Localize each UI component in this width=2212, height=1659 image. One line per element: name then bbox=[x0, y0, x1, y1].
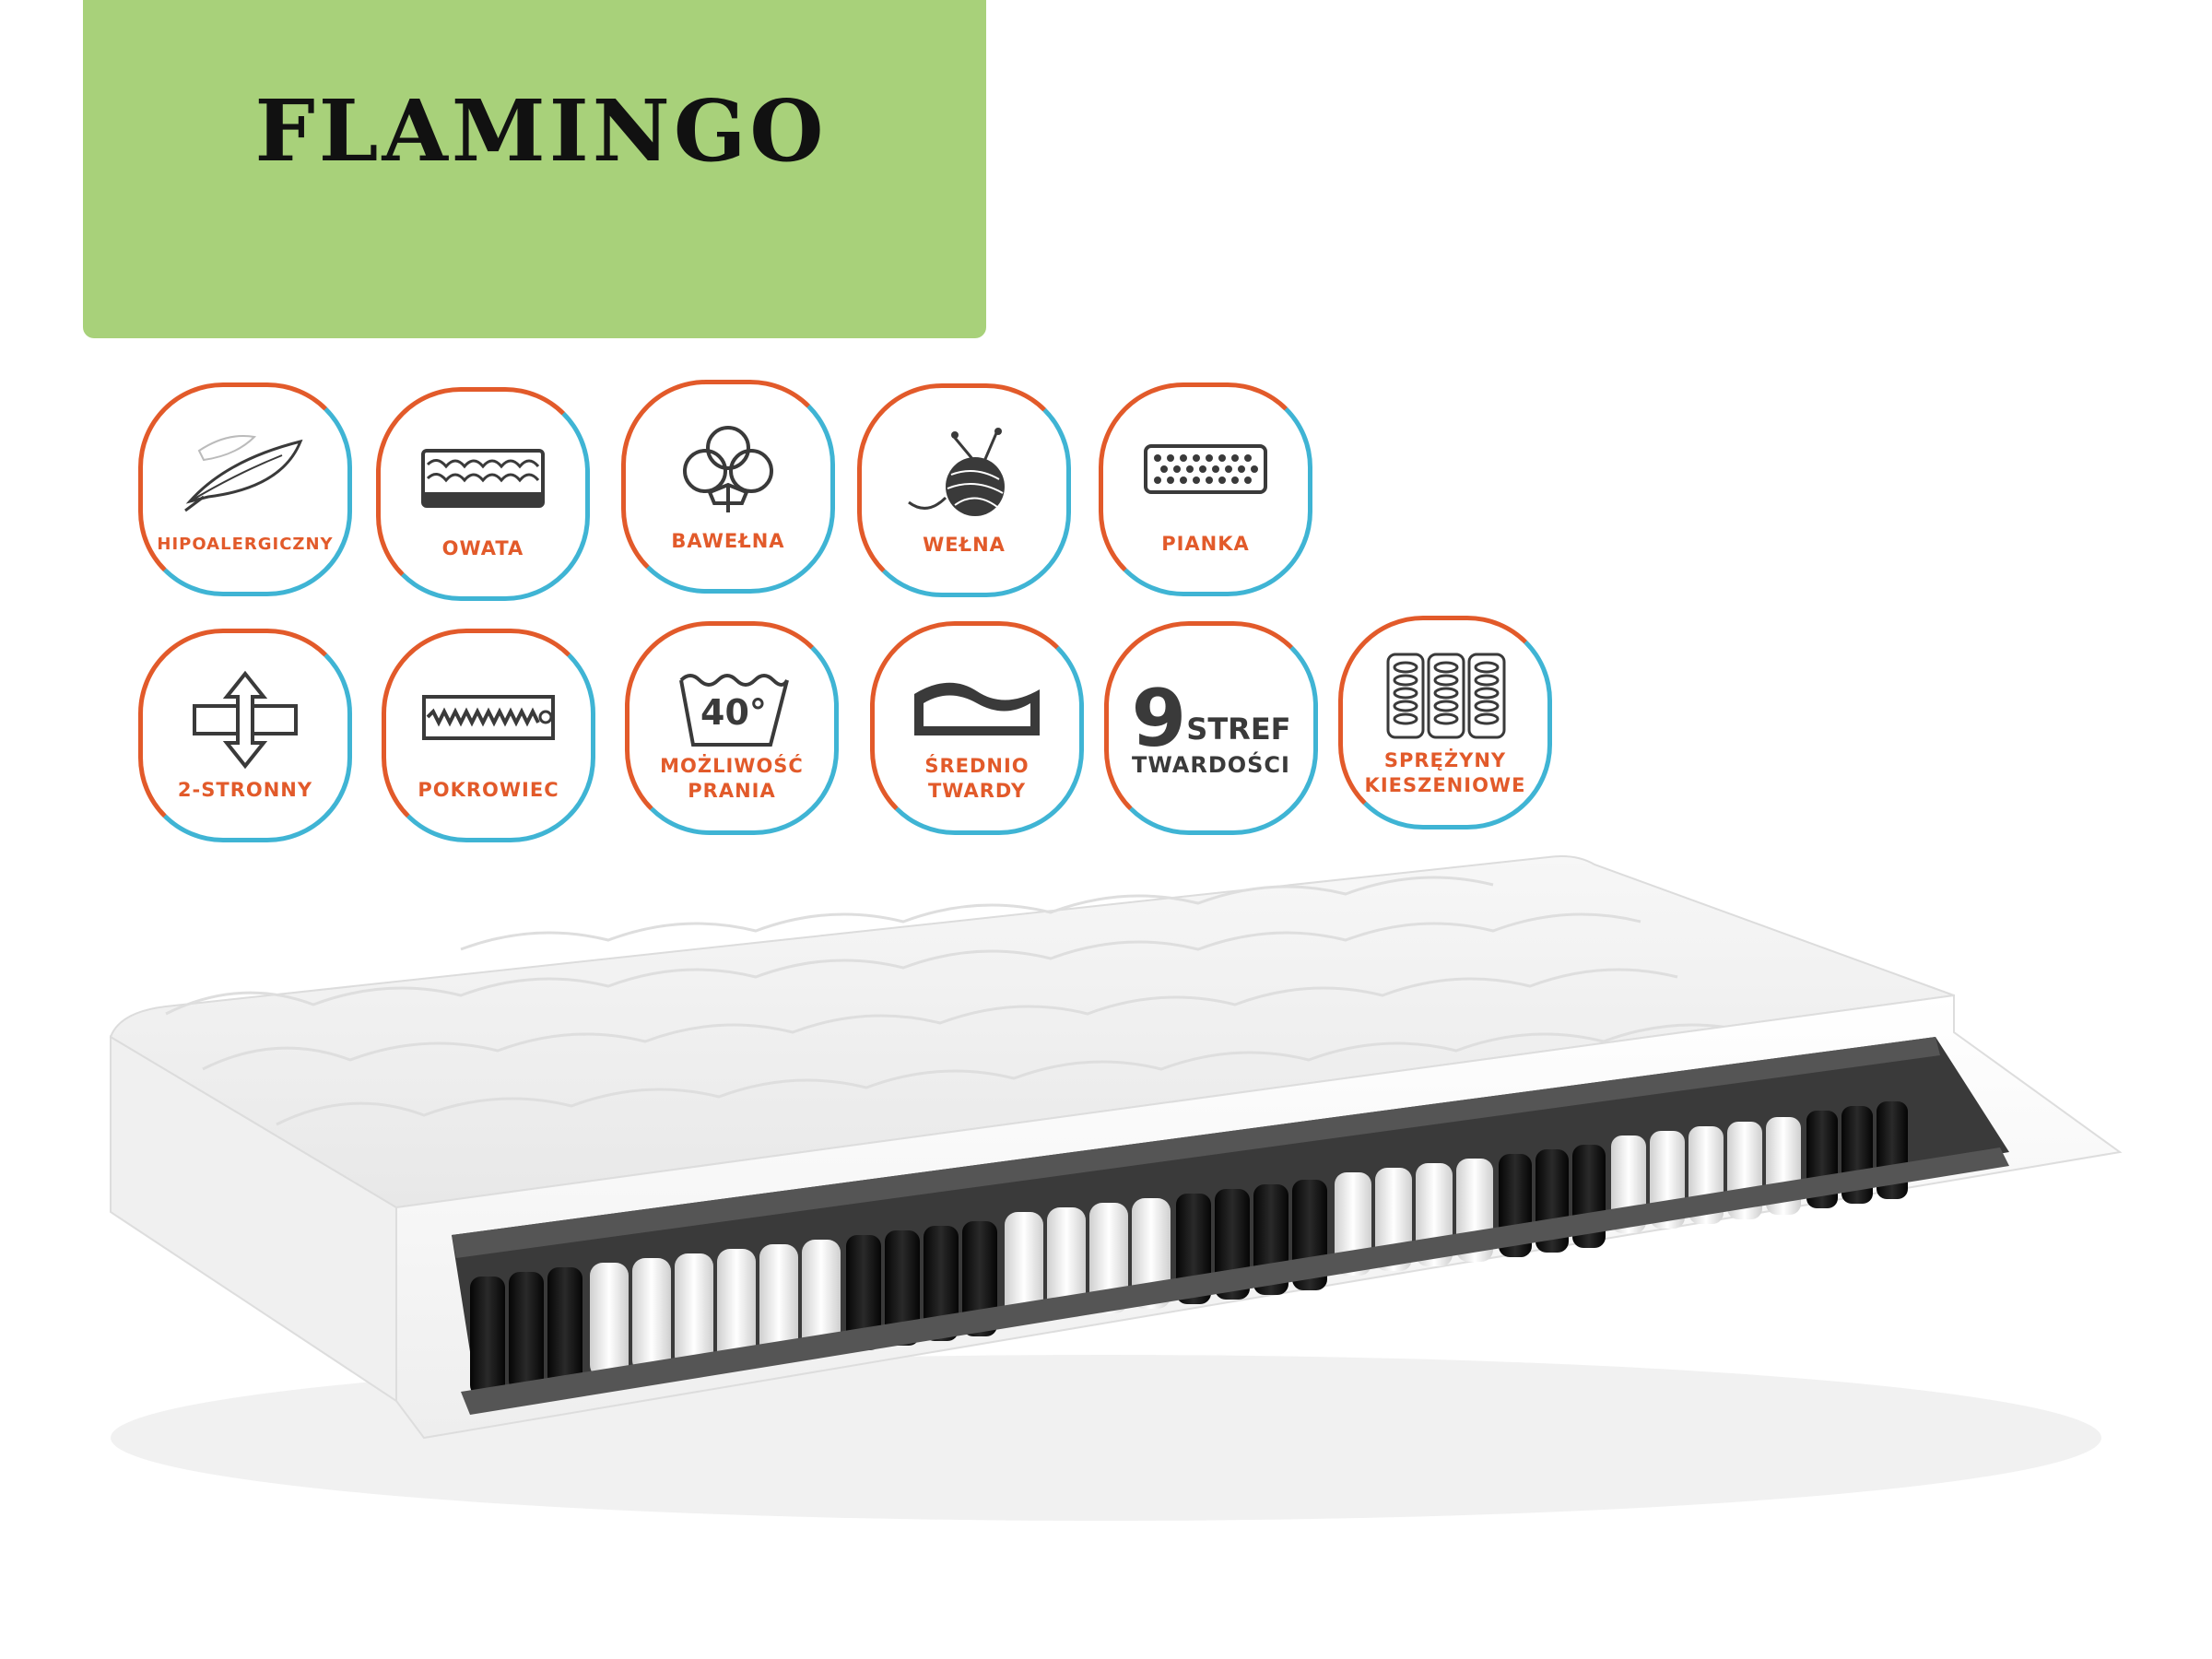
feature-label-line2: PRANIA bbox=[688, 780, 776, 802]
feature-label: 2-STRONNY bbox=[177, 778, 313, 801]
feature-badge-pocket-springs: SPRĘŻYNY KIESZENIOWE bbox=[1338, 616, 1552, 830]
feature-badge-nine-zones: 9 STREF TWARDOŚCI bbox=[1104, 621, 1318, 835]
feature-label-line2: TWARDY bbox=[927, 780, 1027, 802]
foam-icon bbox=[1144, 443, 1267, 494]
feature-badge-hypoallergenic: HIPOALERGICZNY bbox=[138, 382, 352, 596]
zipper-cover-icon bbox=[422, 694, 555, 740]
feature-badge-foam: PIANKA bbox=[1099, 382, 1312, 596]
feature-badge-double-sided: 2-STRONNY bbox=[138, 629, 352, 842]
feature-badge-cover: POKROWIEC bbox=[382, 629, 595, 842]
nine-zones-icon: 9 STREF bbox=[1131, 679, 1290, 759]
cotton-icon bbox=[683, 425, 773, 512]
feature-label: OWATA bbox=[441, 536, 524, 559]
feature-badge-washable: 40° MOŻLIWOŚĆ PRANIA bbox=[625, 621, 839, 835]
feature-label: BAWEŁNA bbox=[671, 529, 785, 552]
zones-word1: STREF bbox=[1186, 711, 1291, 747]
feature-badge-medium-firm: ŚREDNIO TWARDY bbox=[870, 621, 1084, 835]
yarn-ball-icon bbox=[908, 427, 1005, 516]
feature-label-line2: KIESZENIOWE bbox=[1364, 774, 1526, 796]
wash-temperature: 40° bbox=[700, 692, 767, 733]
wadding-icon bbox=[421, 448, 545, 508]
feature-label-line1: ŚREDNIO bbox=[924, 755, 1030, 777]
mattress-image bbox=[109, 855, 2123, 1521]
feature-label-line1: MOŻLIWOŚĆ bbox=[660, 755, 804, 777]
feature-label-line1: SPRĘŻYNY bbox=[1383, 749, 1507, 771]
feature-label: HIPOALERGICZNY bbox=[157, 534, 334, 554]
title-banner: FLAMINGO bbox=[83, 0, 986, 338]
feather-icon bbox=[184, 434, 303, 512]
double-sided-icon bbox=[193, 670, 298, 769]
feature-label: POKROWIEC bbox=[418, 778, 559, 801]
feature-badge-wool: WEŁNA bbox=[857, 383, 1071, 597]
medium-firm-icon bbox=[914, 682, 1040, 735]
feature-badge-cotton: BAWEŁNA bbox=[621, 380, 835, 594]
features-grid: HIPOALERGICZNY OWATA BAWEŁNA bbox=[138, 380, 1552, 842]
zones-number: 9 bbox=[1131, 672, 1187, 765]
feature-label: PIANKA bbox=[1161, 532, 1250, 555]
feature-label: WEŁNA bbox=[923, 533, 1006, 556]
zones-word2: TWARDOŚCI bbox=[1132, 751, 1290, 778]
pocket-springs-icon bbox=[1386, 653, 1506, 739]
feature-badge-wadding: OWATA bbox=[376, 387, 590, 601]
product-title: FLAMINGO bbox=[254, 80, 828, 181]
wash-40-icon: 40° bbox=[679, 674, 789, 747]
